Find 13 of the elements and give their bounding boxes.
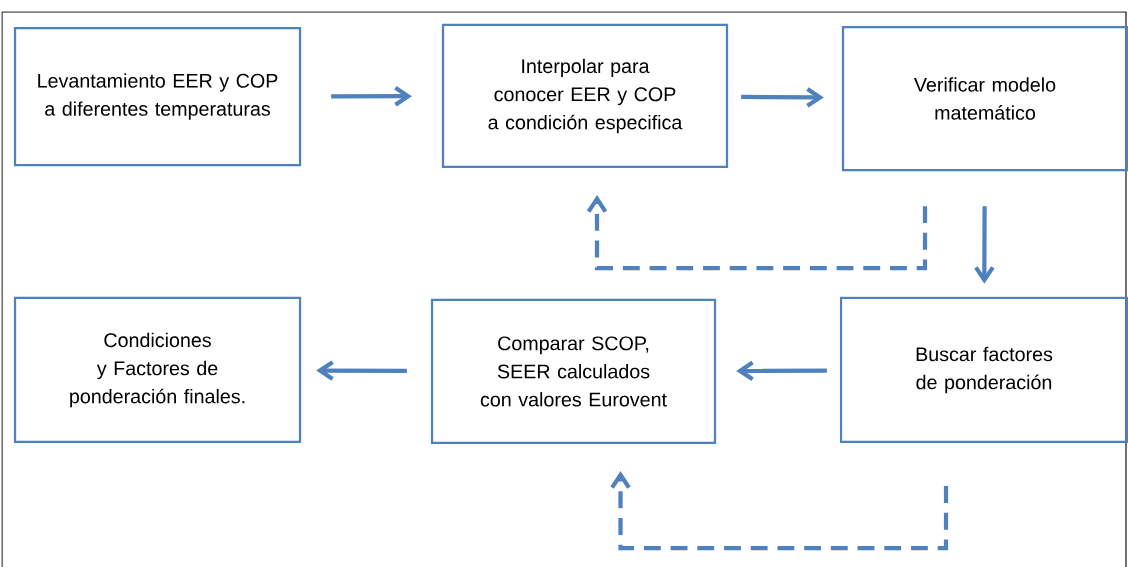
- arrow: [974, 206, 995, 284]
- arrow: [610, 471, 949, 551]
- arrow: [316, 360, 407, 381]
- arrow: [586, 195, 928, 271]
- process-box: Verificar modelo matemático: [841, 25, 1128, 172]
- process-box: Comparar SCOP, SEER calculados con valores Eurovent: [430, 298, 717, 445]
- arrow: [331, 86, 412, 107]
- arrow: [741, 87, 824, 108]
- process-box: Levantamiento EER y COP a diferentes temperaturas: [13, 26, 302, 167]
- process-box: Condiciones y Factores de ponderación finales.: [13, 296, 302, 444]
- arrow: [736, 360, 827, 382]
- process-box: Buscar factores de ponderación: [839, 296, 1128, 444]
- process-box: Interpolar para conocer EER y COP a condición especifica: [441, 23, 729, 169]
